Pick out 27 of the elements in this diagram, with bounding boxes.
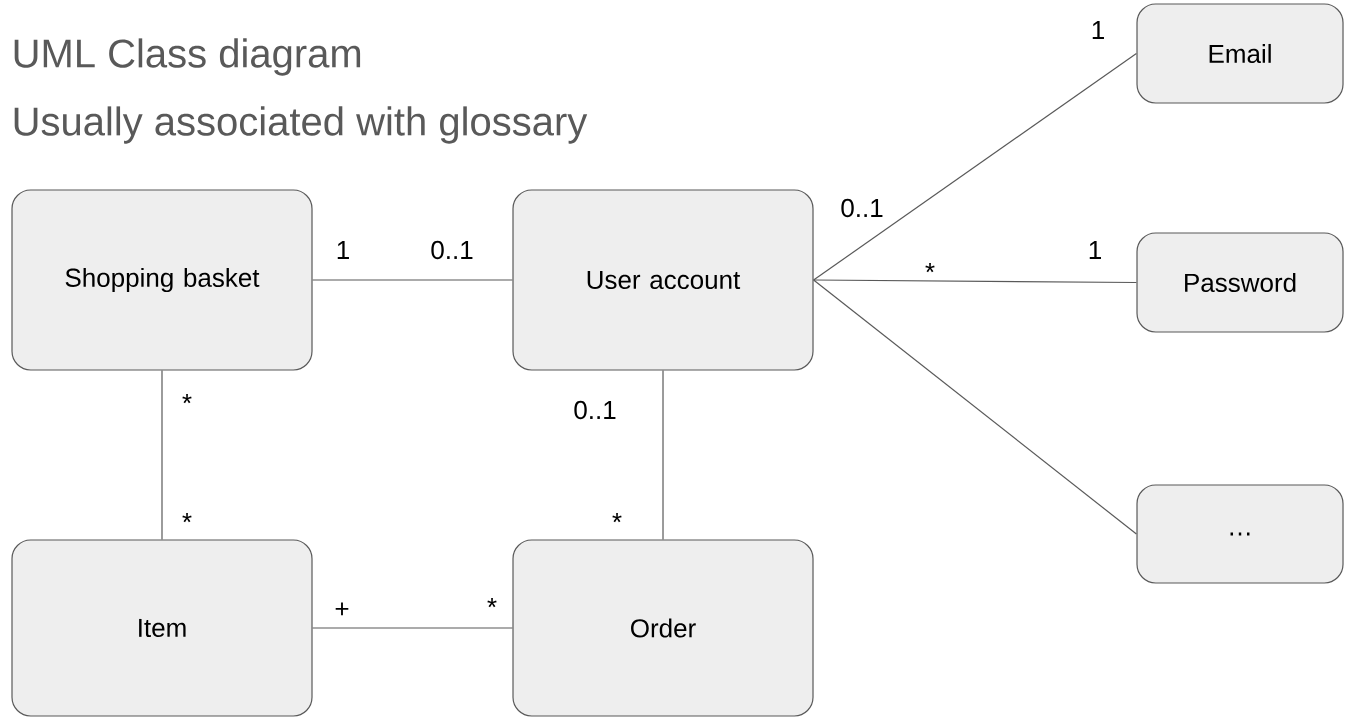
association-line — [813, 279, 1137, 284]
class-box: … — [1136, 484, 1344, 584]
bullet-text: UML Class diagram — [14, 38, 361, 76]
multiplicity-label: 1 — [1089, 241, 1101, 259]
class-box: Email — [1136, 3, 1344, 104]
association-line — [161, 370, 163, 540]
association-line — [813, 279, 1137, 535]
bullet-text: Usually associated with glossary — [14, 106, 588, 144]
class-box: Item — [11, 539, 313, 717]
association-line — [662, 370, 664, 540]
multiplicity-label: 1 — [337, 241, 349, 259]
class-box: Password — [1136, 232, 1344, 333]
multiplicity-label: 1 — [1092, 21, 1104, 39]
multiplicity-label: 0..1 — [841, 198, 883, 218]
association-line — [312, 627, 513, 629]
multiplicity-label: * — [925, 263, 935, 273]
multiplicity-label: 0..1 — [574, 400, 616, 420]
multiplicity-label: * — [182, 394, 192, 404]
class-box: Shopping basket — [11, 189, 313, 371]
association-line — [813, 52, 1137, 281]
multiplicity-label: + — [335, 602, 349, 616]
multiplicity-label: * — [182, 513, 192, 523]
multiplicity-label: * — [487, 598, 497, 608]
class-box: Order — [512, 539, 814, 717]
association-line — [312, 279, 513, 281]
class-box: User account — [512, 189, 814, 371]
multiplicity-label: 0..1 — [431, 240, 473, 260]
